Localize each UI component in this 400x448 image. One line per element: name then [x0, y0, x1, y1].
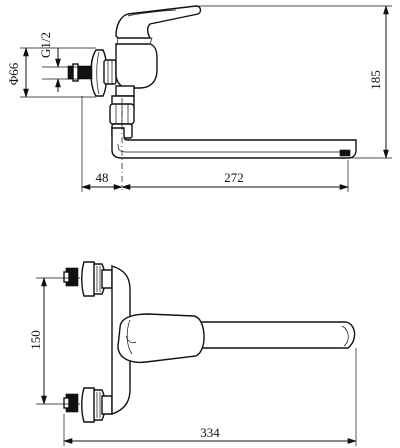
wall-offset-label: 48: [96, 170, 109, 185]
front-lever: [117, 313, 205, 364]
thread-dimension: G1/2: [38, 32, 80, 92]
height-dimension: 185: [198, 4, 392, 160]
spout: [111, 127, 357, 159]
height-label: 185: [368, 70, 383, 90]
lever-handle: [115, 5, 202, 39]
side-view: Φ66 G1/2 185: [6, 4, 392, 192]
total-length-label: 334: [200, 425, 220, 440]
thread-label: G1/2: [38, 32, 53, 58]
spacing-dimension: 150: [28, 276, 80, 406]
diameter-dimension: Φ66: [6, 46, 96, 99]
outlet-width-label: 272: [224, 170, 244, 185]
lower-inlet: [63, 387, 113, 423]
union-nut: [103, 59, 117, 85]
faucet-body: [115, 37, 158, 89]
diameter-label: Φ66: [6, 62, 21, 85]
width-dimensions: 48 272: [80, 96, 350, 192]
supply-pipe: [67, 63, 93, 82]
spacing-label: 150: [28, 330, 43, 350]
front-view: 150 334: [28, 261, 358, 446]
upper-inlet: [63, 261, 113, 297]
total-length-dimension: 334: [62, 348, 358, 446]
